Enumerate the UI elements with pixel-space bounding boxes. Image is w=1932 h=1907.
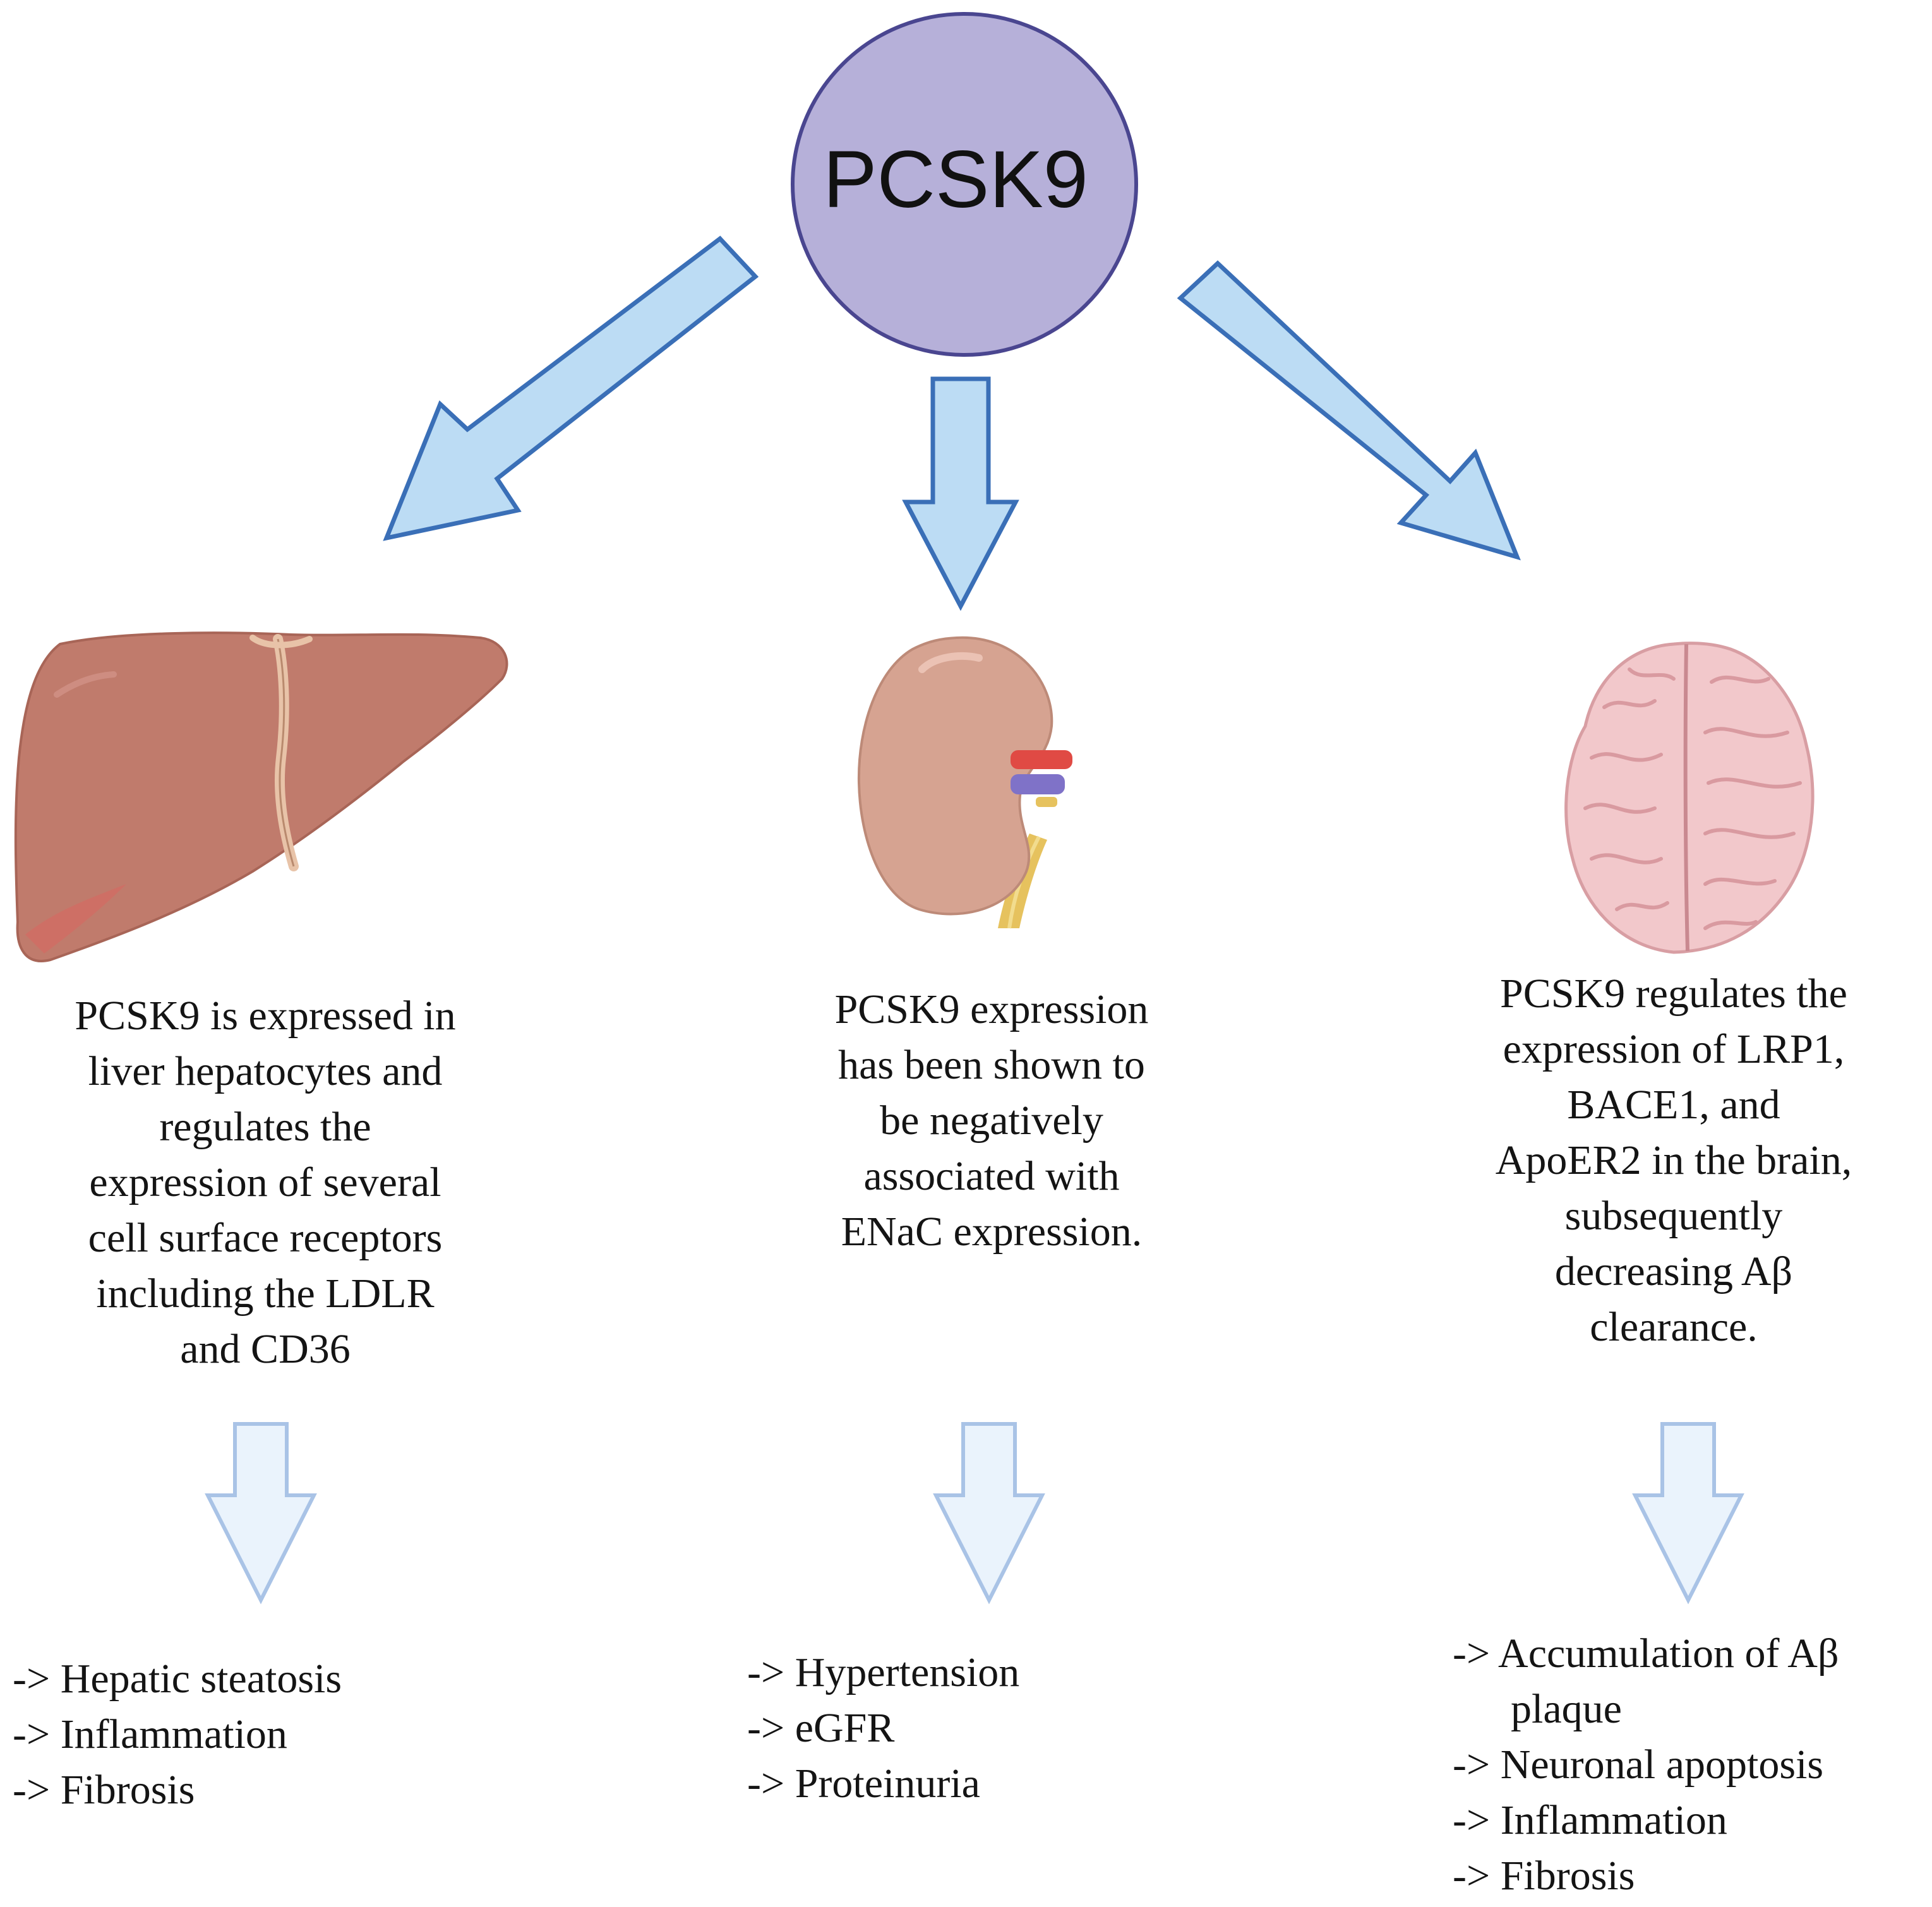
kidney-description: PCSK9 expression has been shown to be ne… [739,982,1244,1260]
description-line: expression of LRP1, [1503,1026,1845,1072]
effect-arrow-liver [205,1422,317,1605]
liver-description: PCSK9 is expressed in liver hepatocytes … [13,988,518,1377]
description-line: be negatively [880,1097,1103,1144]
brain-illustration [1564,642,1815,954]
description-line: and CD36 [180,1326,351,1372]
description-line: decreasing Aβ [1554,1248,1793,1294]
description-line: PCSK9 is expressed in [75,993,456,1039]
effect-item: -> Proteinuria [747,1761,980,1807]
description-line: PCSK9 regulates the [1500,971,1847,1017]
effect-item: -> Hypertension [747,1649,1020,1695]
pcsk9-node: PCSK9 [791,12,1138,357]
kidney-effects-list: -> Hypertension -> eGFR -> Proteinuria [747,1645,1019,1812]
arrow-to-kidney [902,376,1019,611]
effect-item: -> Fibrosis [1453,1853,1635,1899]
description-line: cell surface receptors [88,1215,443,1261]
description-line: expression of several [89,1159,441,1205]
effect-arrow-brain [1632,1422,1744,1605]
description-line: regulates the [159,1104,371,1150]
pcsk9-label: PCSK9 [823,135,1088,225]
brain-effects-list: -> Accumulation of Aβ plaque -> Neuronal… [1453,1626,1839,1904]
liver-illustration [14,631,508,962]
description-line: ApoER2 in the brain, [1495,1137,1852,1183]
arrow-to-liver [383,236,759,541]
effect-item: -> Neuronal apoptosis [1453,1742,1824,1788]
brain-description: PCSK9 regulates the expression of LRP1, … [1421,966,1926,1355]
effect-item: -> Inflammation [13,1711,287,1757]
effect-arrow-kidney [933,1422,1045,1605]
description-line: BACE1, and [1567,1082,1780,1128]
description-line: subsequently [1564,1193,1783,1239]
kidney-illustration [857,636,1072,929]
liver-effects-list: -> Hepatic steatosis -> Inflammation -> … [13,1651,342,1818]
description-line: liver hepatocytes and [88,1048,443,1094]
arrow-to-brain [1177,260,1521,561]
effect-item: -> Accumulation of Aβ [1453,1630,1839,1677]
effect-item-continuation: plaque [1511,1686,1622,1732]
description-line: ENaC expression. [841,1209,1143,1255]
description-line: including the LDLR [96,1270,435,1317]
description-line: PCSK9 expression [834,986,1149,1032]
effect-item: -> Hepatic steatosis [13,1656,342,1702]
description-line: has been shown to [838,1042,1145,1088]
effect-item: -> eGFR [747,1705,895,1751]
description-line: associated with [863,1153,1120,1199]
effect-item: -> Fibrosis [13,1767,195,1813]
description-line: clearance. [1590,1304,1758,1350]
effect-item: -> Inflammation [1453,1797,1727,1843]
pcsk9-circle [791,12,1138,357]
